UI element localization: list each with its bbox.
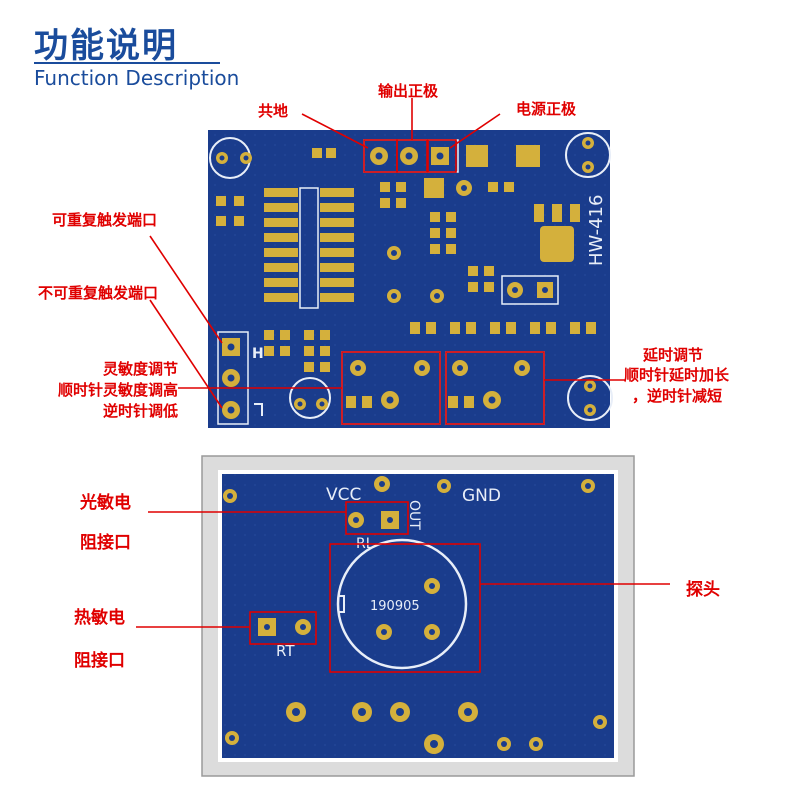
label-photo-2: 阻接口 xyxy=(80,533,131,553)
label-sensitivity-cw: 顺时针灵敏度调高 xyxy=(57,381,178,399)
label-no-repeat-trigger: 不可重复触发端口 xyxy=(38,284,159,302)
label-sensitivity-ccw: 逆时针调低 xyxy=(102,402,178,420)
label-gnd: 共地 xyxy=(258,102,289,120)
bottom-annotation-lines xyxy=(136,501,670,673)
label-output: 输出正极 xyxy=(378,82,439,100)
label-delay-ccw: ，逆时针减短 xyxy=(632,387,723,405)
silk-gnd: GND xyxy=(462,486,501,506)
label-power: 电源正极 xyxy=(516,100,577,118)
label-photo-1: 光敏电 xyxy=(80,493,131,513)
label-repeat-trigger: 可重复触发端口 xyxy=(52,211,158,229)
top-board: H xyxy=(208,130,613,428)
label-probe: 探头 xyxy=(686,580,720,600)
top-annotation-lines xyxy=(149,98,626,425)
label-delay-title: 延时调节 xyxy=(642,346,703,364)
label-thermo-1: 热敏电 xyxy=(74,608,125,628)
silk-model: HW-416 xyxy=(586,195,607,266)
silk-sensor: 190905 xyxy=(370,599,420,614)
label-thermo-2: 阻接口 xyxy=(74,651,125,671)
title-underline xyxy=(34,62,220,64)
silk-rt: RT xyxy=(276,642,295,660)
bottom-board: VCC GND RL OUT 190905 RT xyxy=(201,455,635,777)
svg-text:H: H xyxy=(252,346,264,362)
label-delay-cw: 顺时针延时加长 xyxy=(624,366,730,384)
silk-out: OUT xyxy=(406,500,422,530)
silk-vcc: VCC xyxy=(326,485,361,505)
label-sensitivity-title: 灵敏度调节 xyxy=(102,360,178,378)
page-title: 功能说明 xyxy=(34,26,178,66)
page-subtitle: Function Description xyxy=(34,66,240,90)
